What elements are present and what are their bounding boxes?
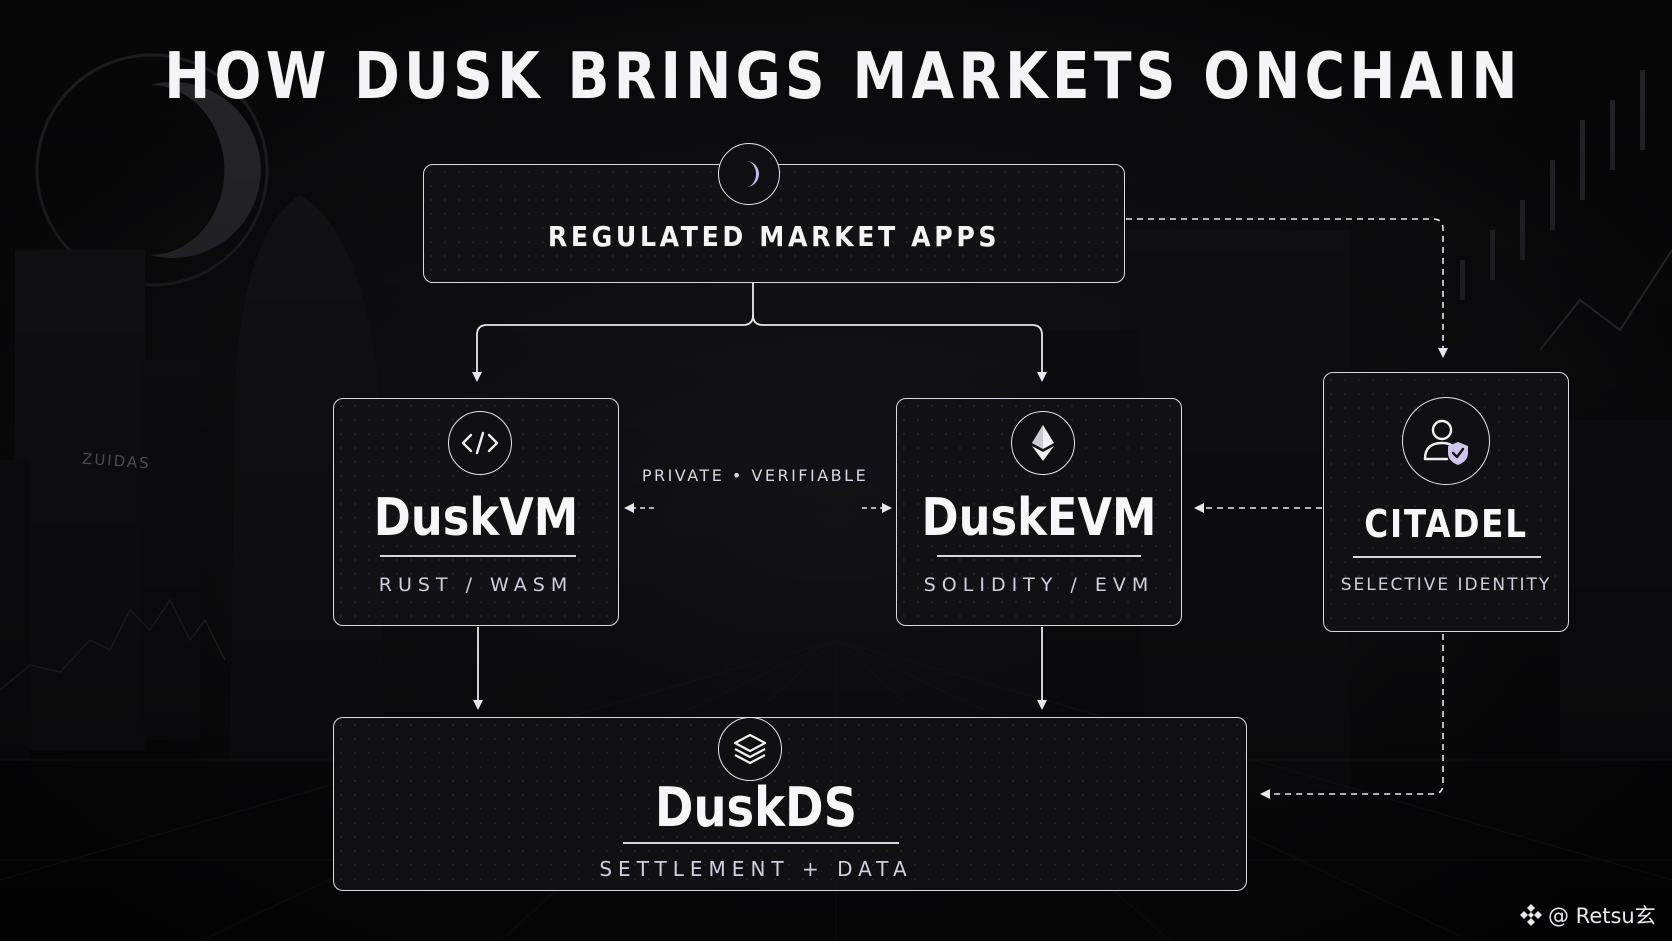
page-title: HOW DUSK BRINGS MARKETS ONCHAIN [164, 40, 1522, 114]
private-verifiable-label: PRIVATE • VERIFIABLE [641, 466, 869, 485]
duskvm-name: DuskVM [373, 488, 579, 548]
duskds-name: DuskDS [654, 776, 858, 839]
duskevm-subtitle: SOLIDITY / EVM [923, 574, 1155, 596]
binance-logo-icon [1520, 904, 1542, 926]
citadel-subtitle: SELECTIVE IDENTITY [1340, 575, 1552, 595]
moon-icon [718, 143, 780, 205]
ethereum-icon [1011, 411, 1075, 475]
duskevm-name: DuskEVM [921, 488, 1157, 548]
layers-icon [718, 717, 782, 781]
duskevm-divider [937, 555, 1141, 557]
author-watermark: @ Retsu玄 [1548, 904, 1656, 928]
duskds-divider [623, 842, 899, 844]
duskds-subtitle: SETTLEMENT + DATA [599, 857, 913, 881]
duskds-box [333, 717, 1247, 891]
regulated-market-apps-label: REGULATED MARKET APPS [547, 220, 1001, 253]
citadel-divider [1353, 556, 1541, 558]
code-icon [448, 411, 512, 475]
duskvm-subtitle: RUST / WASM [378, 574, 574, 596]
citadel-name: CITADEL [1364, 502, 1528, 546]
duskvm-divider [380, 555, 576, 557]
user-shield-icon [1402, 397, 1490, 485]
duskevm-box [896, 398, 1182, 626]
